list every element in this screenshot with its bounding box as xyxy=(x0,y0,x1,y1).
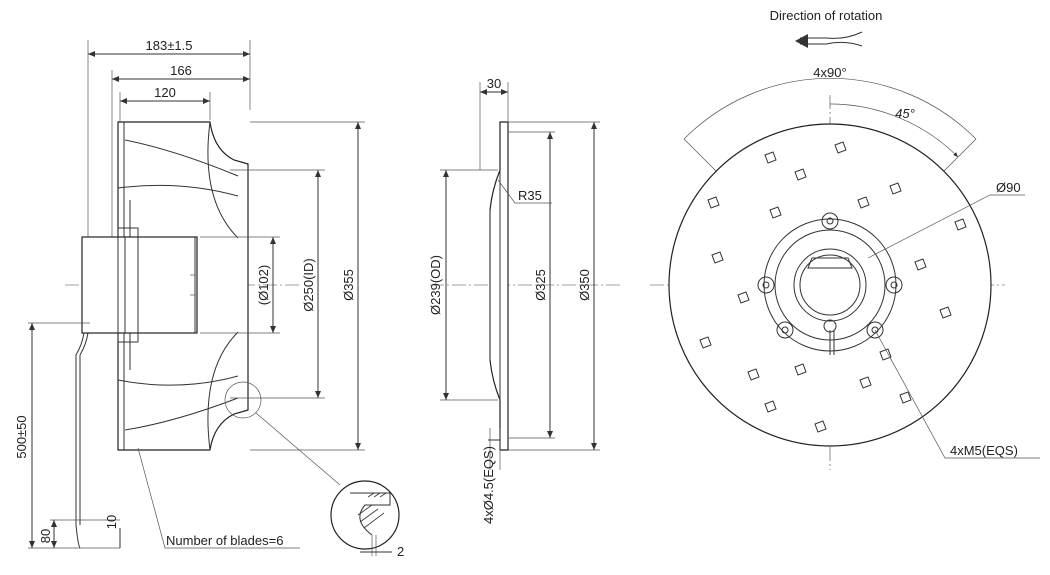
dim-hub-diameter: (Ø102) xyxy=(256,265,271,305)
mount-hole-icons xyxy=(757,212,903,355)
side-view: 183±1.5 166 120 (Ø102) Ø250(ID) Ø355 xyxy=(14,38,404,559)
dim-inlet-diameter: Ø250(ID) xyxy=(301,258,316,311)
detail-dimension: 2 xyxy=(397,544,404,559)
dim-flange-diameter: Ø90 xyxy=(996,180,1021,195)
front-view: Direction of rotation 4x90° 45° xyxy=(650,8,1040,470)
dim-cable-length: 500±50 xyxy=(14,415,29,458)
dim-nozzle-od: Ø239(OD) xyxy=(428,255,443,315)
dim-nozzle-radius: R35 xyxy=(518,188,542,203)
dim-cable-strip: 80 xyxy=(38,529,53,543)
dim-cable-end: 10 xyxy=(104,515,119,529)
rotation-arrow-icon xyxy=(800,31,863,39)
dim-depth-166: 166 xyxy=(170,63,192,78)
rotation-label: Direction of rotation xyxy=(770,8,883,23)
dim-nozzle-350: Ø350 xyxy=(577,269,592,301)
impeller-disc xyxy=(668,123,992,447)
dim-nozzle-thickness: 30 xyxy=(487,76,501,91)
dim-overall-depth: 183±1.5 xyxy=(146,38,193,53)
dim-nozzle-holes: 4xØ4.5(EQS) xyxy=(481,446,496,524)
dim-depth-120: 120 xyxy=(154,85,176,100)
balance-clip-icons xyxy=(699,141,967,433)
inlet-nozzle-view: 30 R35 Ø239(OD) Ø325 Ø350 4xØ4.5(EQS) xyxy=(428,76,620,524)
dim-outer-diameter: Ø355 xyxy=(341,269,356,301)
angle-4x90: 4x90° xyxy=(813,65,846,80)
angle-45: 45° xyxy=(895,106,915,121)
dim-nozzle-325: Ø325 xyxy=(533,269,548,301)
blades-note: Number of blades=6 xyxy=(166,533,283,548)
detail-view xyxy=(330,480,400,550)
mount-threads-label: 4xM5(EQS) xyxy=(950,443,1018,458)
